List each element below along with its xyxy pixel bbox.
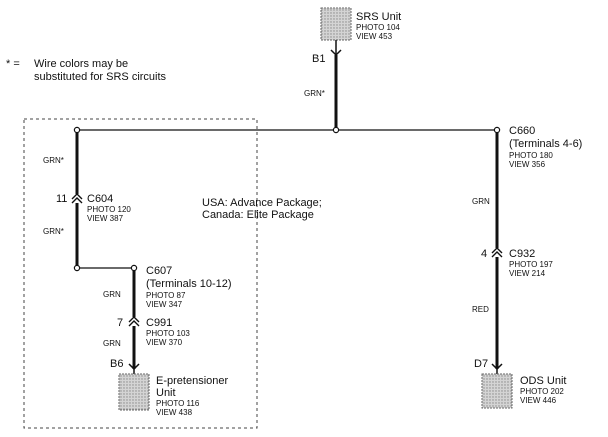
c607-name: C607 (146, 265, 172, 277)
ods-unit: ODS Unit PHOTO 202 VIEW 446 (481, 373, 566, 409)
ods-unit-pin: D7 (474, 358, 488, 370)
c604-photo: PHOTO 120 (87, 205, 131, 214)
e-pretensioner-name-2: Unit (156, 387, 176, 399)
srs-unit-photo: PHOTO 104 (356, 23, 400, 32)
c607-splice-left (73, 264, 81, 272)
c604-lower-wire-color: GRN* (43, 227, 64, 236)
ods-unit-box (481, 373, 513, 409)
c607-view: VIEW 347 (146, 300, 183, 309)
c991-upper-wire-color: GRN (103, 290, 121, 299)
c660-photo: PHOTO 180 (509, 151, 553, 160)
c607-terminals: (Terminals 10-12) (146, 278, 232, 290)
c991-connector (128, 316, 140, 327)
package-dashed-box (23, 118, 258, 429)
c932-lower-wire-color: RED (472, 305, 489, 314)
ods-unit-name: ODS Unit (520, 375, 566, 387)
e-pretensioner-pin: B6 (110, 358, 123, 370)
e-pretensioner-view: VIEW 438 (156, 408, 193, 417)
srs-unit: SRS Unit PHOTO 104 VIEW 453 (320, 7, 401, 41)
c660-terminals: (Terminals 4-6) (509, 138, 582, 150)
e-pretensioner-name-1: E-pretensioner (156, 375, 228, 387)
note-line-2: substituted for SRS circuits (34, 71, 167, 83)
c991-pin: 7 (117, 317, 123, 329)
c991-name: C991 (146, 317, 172, 329)
c604-connector (71, 193, 83, 204)
package-label-line-1: USA: Advance Package; (202, 197, 322, 209)
e-pretensioner-box (118, 373, 150, 411)
e-pretensioner-unit: E-pretensioner Unit PHOTO 116 VIEW 438 (118, 373, 228, 417)
c932-photo: PHOTO 197 (509, 260, 553, 269)
srs-unit-pin: B1 (312, 53, 325, 65)
c660-name: C660 (509, 125, 535, 137)
c607-splice-right (130, 264, 138, 272)
c991-photo: PHOTO 103 (146, 329, 190, 338)
c932-pin: 4 (481, 248, 487, 260)
note-line-1: Wire colors may be (34, 58, 128, 70)
srs-unit-name: SRS Unit (356, 11, 401, 23)
c991-view: VIEW 370 (146, 338, 183, 347)
c932-view: VIEW 214 (509, 269, 546, 278)
c991-lower-wire-color: GRN (103, 339, 121, 348)
package-label-line-2: Canada: Elite Package (202, 209, 314, 221)
c604-pin: 11 (56, 193, 67, 205)
note-symbol: * = (6, 58, 20, 70)
c607-photo: PHOTO 87 (146, 291, 186, 300)
srs-wire-color: GRN* (304, 89, 325, 98)
c604-name: C604 (87, 193, 113, 205)
srs-unit-box (320, 7, 352, 41)
c932-upper-wire-color: GRN (472, 197, 490, 206)
ods-unit-photo: PHOTO 202 (520, 387, 564, 396)
c604-view: VIEW 387 (87, 214, 124, 223)
srs-unit-view: VIEW 453 (356, 32, 393, 41)
c932-connector (491, 247, 503, 258)
c604-upper-wire-color: GRN* (43, 156, 64, 165)
e-pretensioner-photo: PHOTO 116 (156, 399, 200, 408)
bus-splice-right (493, 126, 501, 134)
c660-view: VIEW 356 (509, 160, 546, 169)
bus-splice-center (332, 126, 340, 134)
ods-unit-view: VIEW 446 (520, 396, 557, 405)
c932-name: C932 (509, 248, 535, 260)
bus-splice-left (73, 126, 81, 134)
